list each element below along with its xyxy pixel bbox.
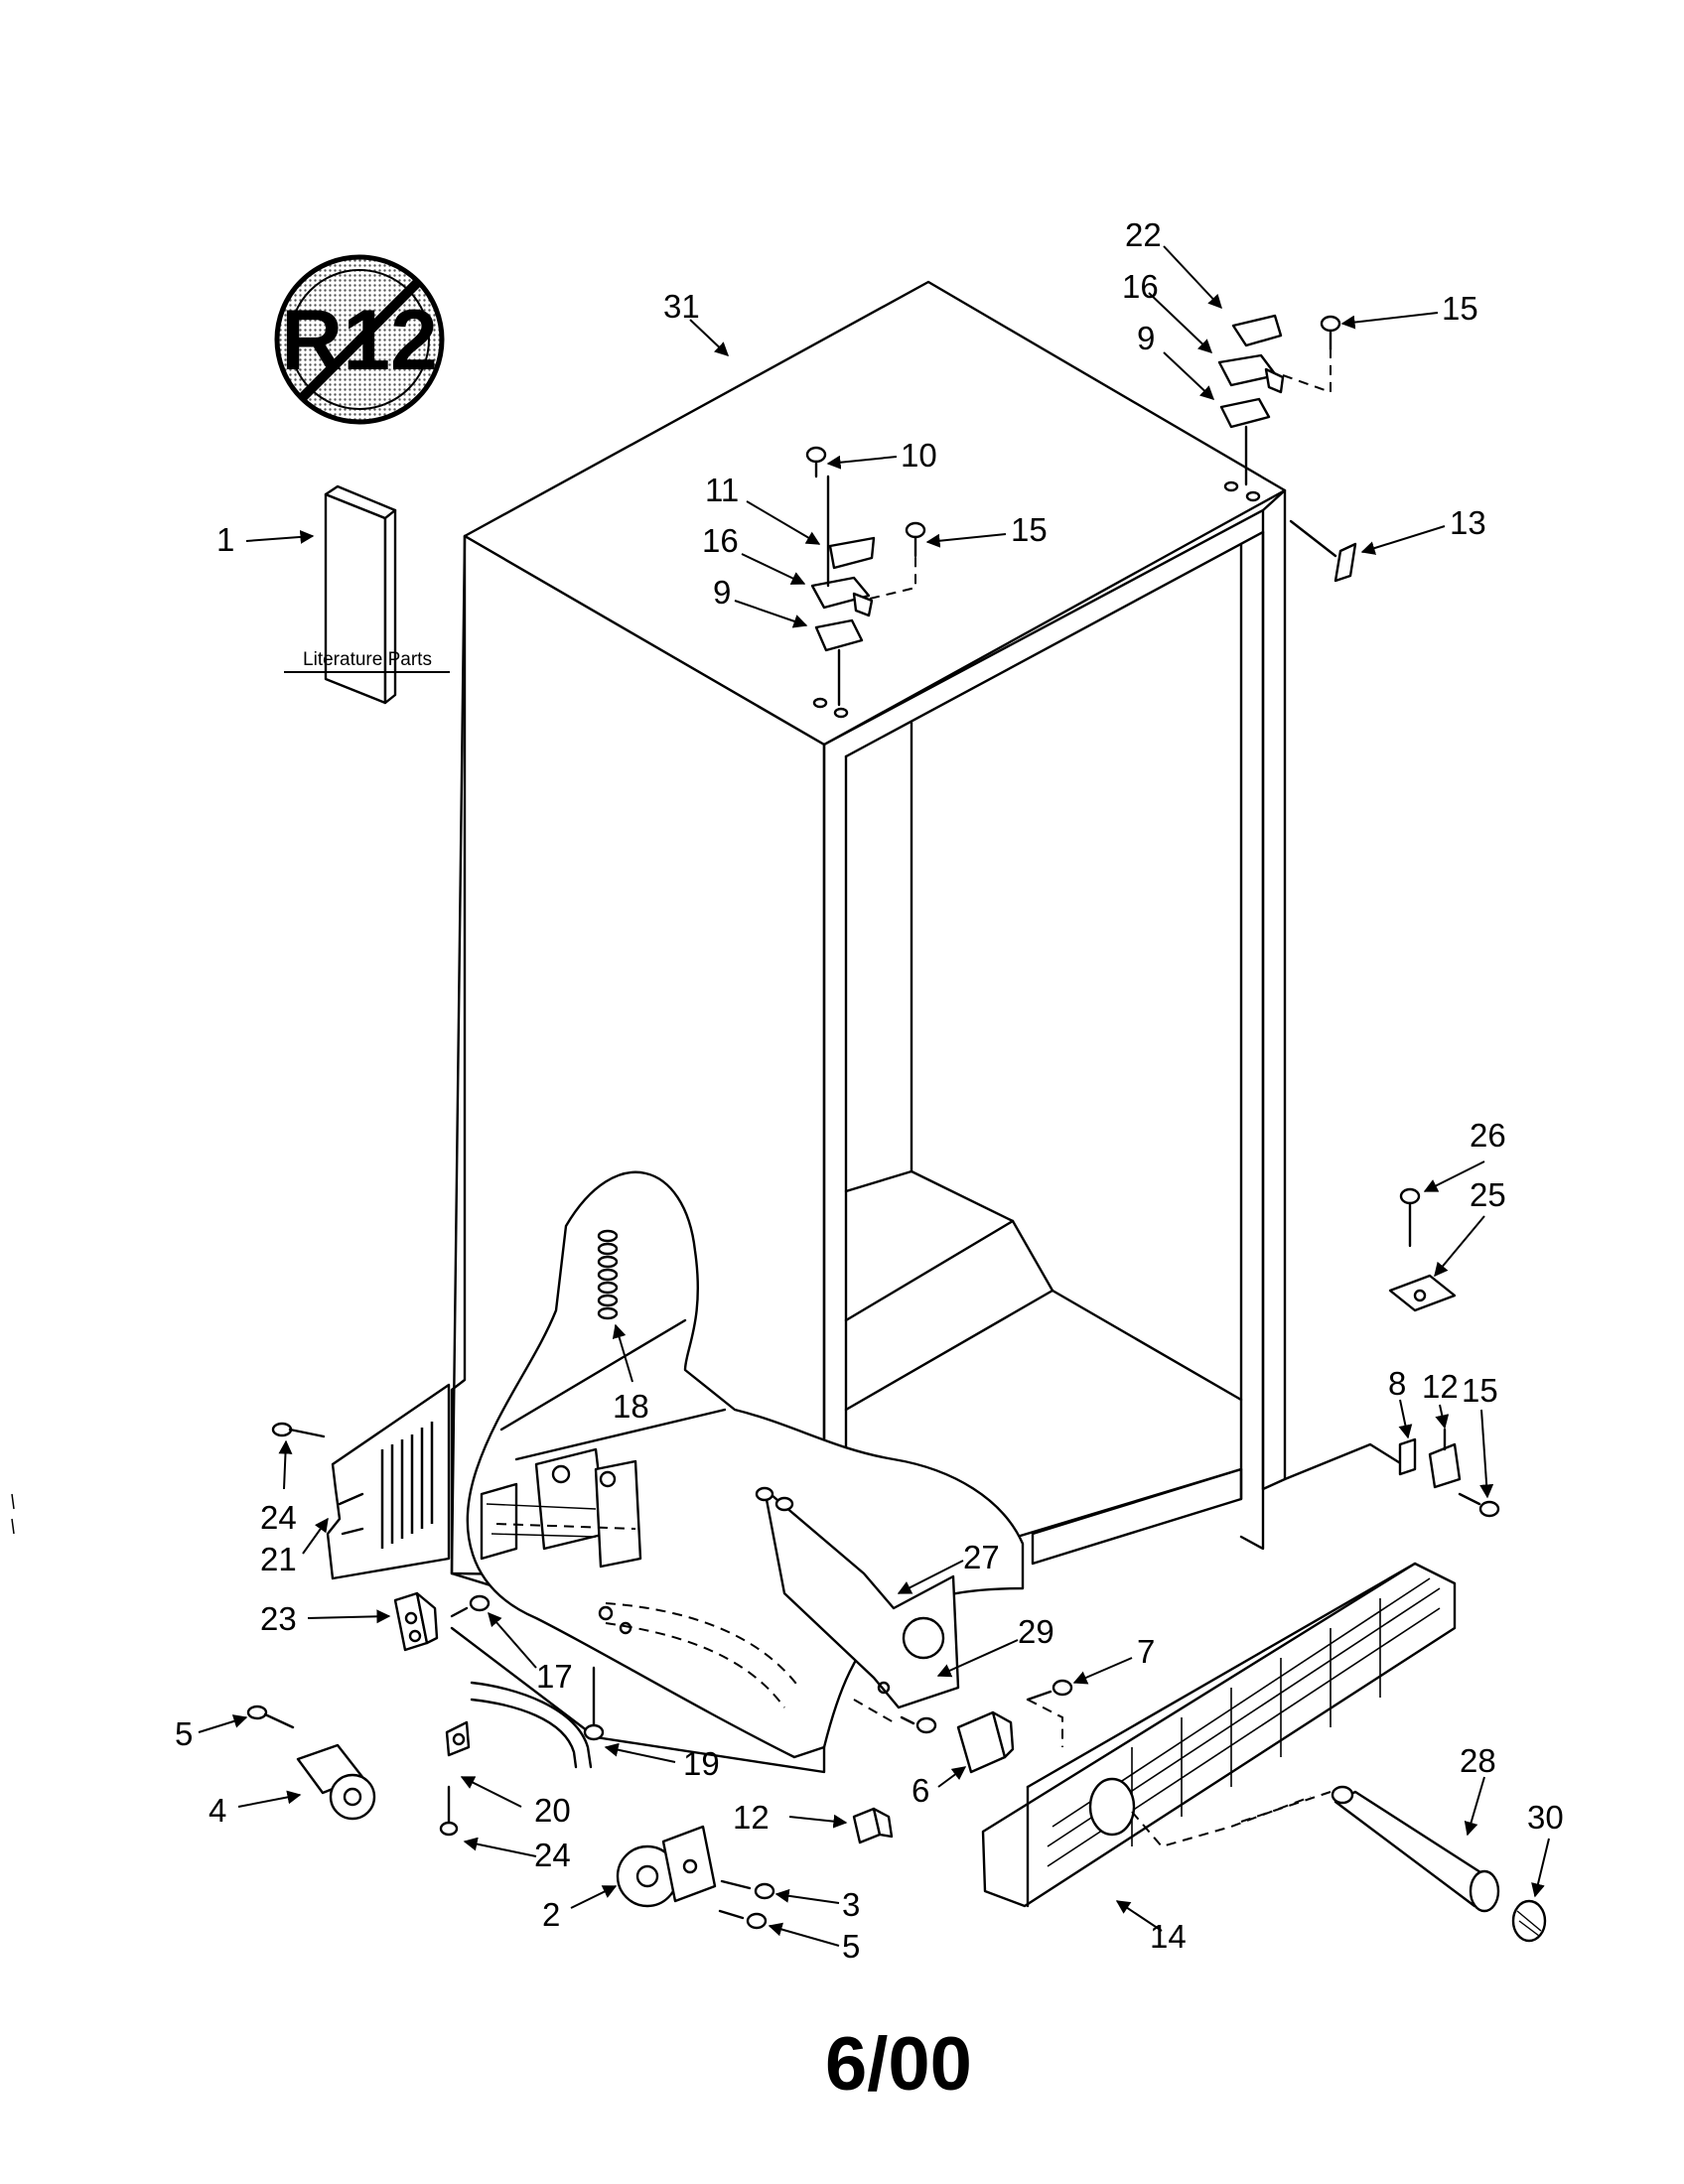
hinge-cover-11 [828, 536, 876, 570]
screw-5-lower [718, 1909, 768, 1930]
screw-7 [1026, 1679, 1073, 1702]
callout-14: 14 [1150, 1918, 1187, 1955]
callout-30: 30 [1527, 1799, 1564, 1836]
condenser-coil [597, 1229, 619, 1320]
callout-11: 11 [705, 472, 739, 508]
hinge-shim-16-right [1217, 353, 1285, 394]
callout-24: 24 [534, 1837, 571, 1873]
hinge-25 [1388, 1274, 1457, 1312]
screw-26 [1399, 1187, 1421, 1248]
callout-3: 3 [842, 1886, 860, 1923]
base-grille [981, 1562, 1457, 1908]
callout-22: 22 [1125, 216, 1162, 253]
screw-5-left [246, 1705, 295, 1729]
callout-7: 7 [1137, 1633, 1155, 1670]
screw-24-upper [271, 1422, 326, 1438]
water-filter-housing [755, 1486, 960, 1709]
callout-10: 10 [901, 437, 937, 474]
screw-15-top [1320, 315, 1341, 351]
rear-access-panel [326, 1383, 451, 1580]
screw-3 [720, 1879, 775, 1900]
callout-21: 21 [260, 1541, 297, 1577]
grille-bracket-6 [956, 1710, 1015, 1774]
filter-cap [1511, 1899, 1547, 1943]
callout-26: 26 [1470, 1117, 1506, 1154]
callout-15: 15 [1442, 290, 1478, 327]
screw-15-lower [1458, 1492, 1500, 1518]
hinge-9-center [814, 618, 864, 707]
callout-labels: 31 22 16 9 15 10 11 15 16 9 13 1 26 25 1… [175, 216, 1564, 1965]
literature-parts-booklet: Literature Parts [284, 484, 450, 705]
revision-date: 6/00 [825, 2022, 972, 2107]
front-roller-4 [296, 1743, 376, 1821]
callout-29: 29 [1018, 1613, 1054, 1650]
callout-23: 23 [260, 1600, 297, 1637]
callout-28: 28 [1460, 1742, 1496, 1779]
clip-13 [1333, 542, 1357, 583]
callout-6: 6 [912, 1772, 929, 1809]
hinge-bracket-23 [393, 1591, 439, 1652]
literature-parts-label: Literature Parts [303, 649, 432, 670]
hinge-pin-12-lower [852, 1807, 894, 1844]
callout-20: 20 [534, 1792, 571, 1829]
callout-4: 4 [209, 1792, 226, 1829]
callout-17: 17 [536, 1658, 573, 1695]
compressor-assembly [480, 1447, 642, 1569]
water-filter-cartridge [1331, 1785, 1500, 1913]
callout-9: 9 [713, 574, 731, 611]
hinge-shim-16-center [810, 576, 874, 617]
screw-15-center [905, 521, 926, 558]
screw-24-lower [439, 1785, 459, 1837]
callout-24: 24 [260, 1499, 297, 1536]
callout-18: 18 [613, 1388, 649, 1425]
callout-12: 12 [1422, 1368, 1459, 1405]
callout-12: 12 [733, 1799, 770, 1836]
callout-31: 31 [663, 288, 700, 325]
callout-5: 5 [842, 1928, 860, 1965]
leader-lines [198, 245, 1550, 1947]
callout-2: 2 [542, 1896, 560, 1933]
callout-1: 1 [216, 521, 234, 558]
screw-17 [450, 1594, 491, 1618]
cabinet-shell [450, 280, 1412, 1774]
callout-16: 16 [702, 522, 739, 559]
screw-10 [805, 446, 830, 588]
callout-13: 13 [1450, 504, 1486, 541]
hinge-9-right [1219, 397, 1271, 486]
shim-8 [1398, 1437, 1417, 1476]
drain-tube [470, 1666, 605, 1769]
callout-27: 27 [963, 1539, 1000, 1575]
callout-8: 8 [1388, 1365, 1406, 1402]
callout-15: 15 [1011, 511, 1048, 548]
callout-16: 16 [1122, 268, 1159, 305]
callout-9: 9 [1137, 320, 1155, 356]
tube-clip-20 [445, 1720, 471, 1757]
screw-29 [900, 1715, 937, 1734]
callout-5: 5 [175, 1715, 193, 1752]
no-r12-refrigerant-icon: R12 [274, 254, 445, 425]
callout-15: 15 [1462, 1372, 1498, 1409]
hinge-cover-22 [1231, 314, 1283, 347]
callout-19: 19 [683, 1745, 720, 1782]
hinge-pin-12-upper [1428, 1428, 1462, 1489]
rear-roller-2 [616, 1825, 717, 1908]
callout-25: 25 [1470, 1176, 1506, 1213]
